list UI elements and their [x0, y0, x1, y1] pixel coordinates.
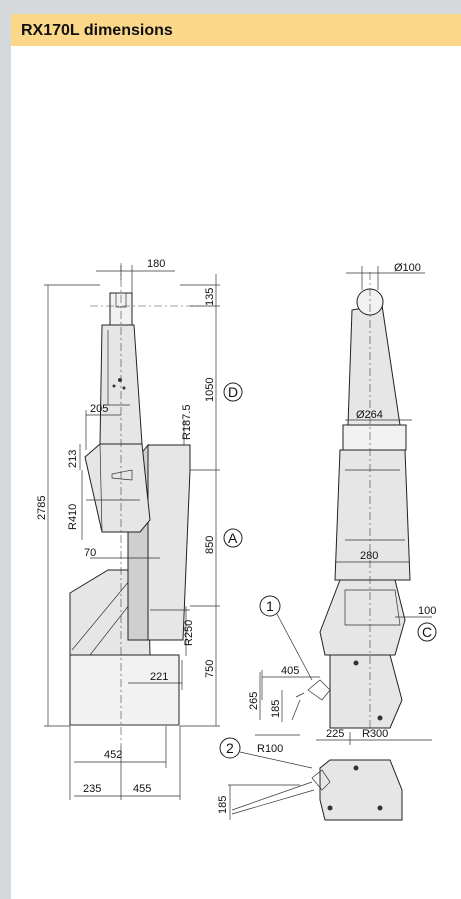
side-view-dimensions: 180 135 1050 R187.5 205 213 2785 R410 85… — [36, 258, 243, 800]
dim-r100: R100 — [257, 743, 283, 755]
dim-1050: 1050 — [204, 378, 216, 402]
front-view-dimensions: Ø100 Ø264 280 100 405 265 185 R100 225 R… — [217, 262, 437, 820]
dim-r187-5: R187.5 — [181, 405, 193, 440]
dim-100: 100 — [418, 605, 436, 617]
side-view-robot — [69, 263, 200, 745]
callout-2 — [219, 737, 241, 759]
callout-d — [223, 382, 243, 402]
dim-r410: R410 — [67, 504, 79, 530]
page-title: RX170L dimensions — [21, 22, 173, 39]
dim-455: 455 — [133, 783, 151, 795]
front-forearm — [347, 304, 401, 426]
callout-a — [223, 528, 243, 548]
dim-70: 70 — [84, 547, 96, 559]
callout-1 — [259, 595, 281, 617]
dim-405: 405 — [281, 665, 299, 677]
dim-235: 235 — [83, 783, 101, 795]
callout-1-label: 1 — [266, 598, 274, 614]
dim-280: 280 — [360, 550, 378, 562]
callout-c — [417, 622, 437, 642]
dim-dia-100: Ø100 — [394, 262, 421, 274]
front-base — [329, 654, 403, 729]
dim-185-lower: 185 — [217, 796, 229, 814]
front-turret — [319, 579, 406, 656]
dim-850: 850 — [204, 536, 216, 554]
title-bar — [11, 14, 461, 46]
front-view-robot — [231, 272, 411, 821]
dim-265: 265 — [248, 692, 260, 710]
dim-452: 452 — [104, 749, 122, 761]
side-elbow — [84, 443, 151, 533]
dim-750: 750 — [204, 660, 216, 678]
front-elbow — [342, 424, 407, 451]
dim-135: 135 — [204, 288, 216, 306]
dim-205: 205 — [90, 403, 108, 415]
dim-225: 225 — [326, 728, 344, 740]
callout-2-label: 2 — [226, 740, 234, 756]
side-base — [69, 654, 180, 726]
dim-213: 213 — [67, 450, 79, 468]
callout-d-label: D — [228, 384, 238, 400]
front-base-option — [319, 759, 403, 821]
callout-c-label: C — [422, 624, 432, 640]
dim-185-upper: 185 — [270, 700, 282, 718]
dim-180: 180 — [147, 258, 165, 270]
callout-a-label: A — [228, 530, 238, 546]
dim-dia-264: Ø264 — [356, 409, 383, 421]
dim-r300: R300 — [362, 728, 388, 740]
dim-221: 221 — [150, 671, 168, 683]
dim-2785: 2785 — [36, 496, 48, 520]
dim-r250: R250 — [183, 620, 195, 646]
header: RX170L dimensions — [0, 0, 461, 46]
